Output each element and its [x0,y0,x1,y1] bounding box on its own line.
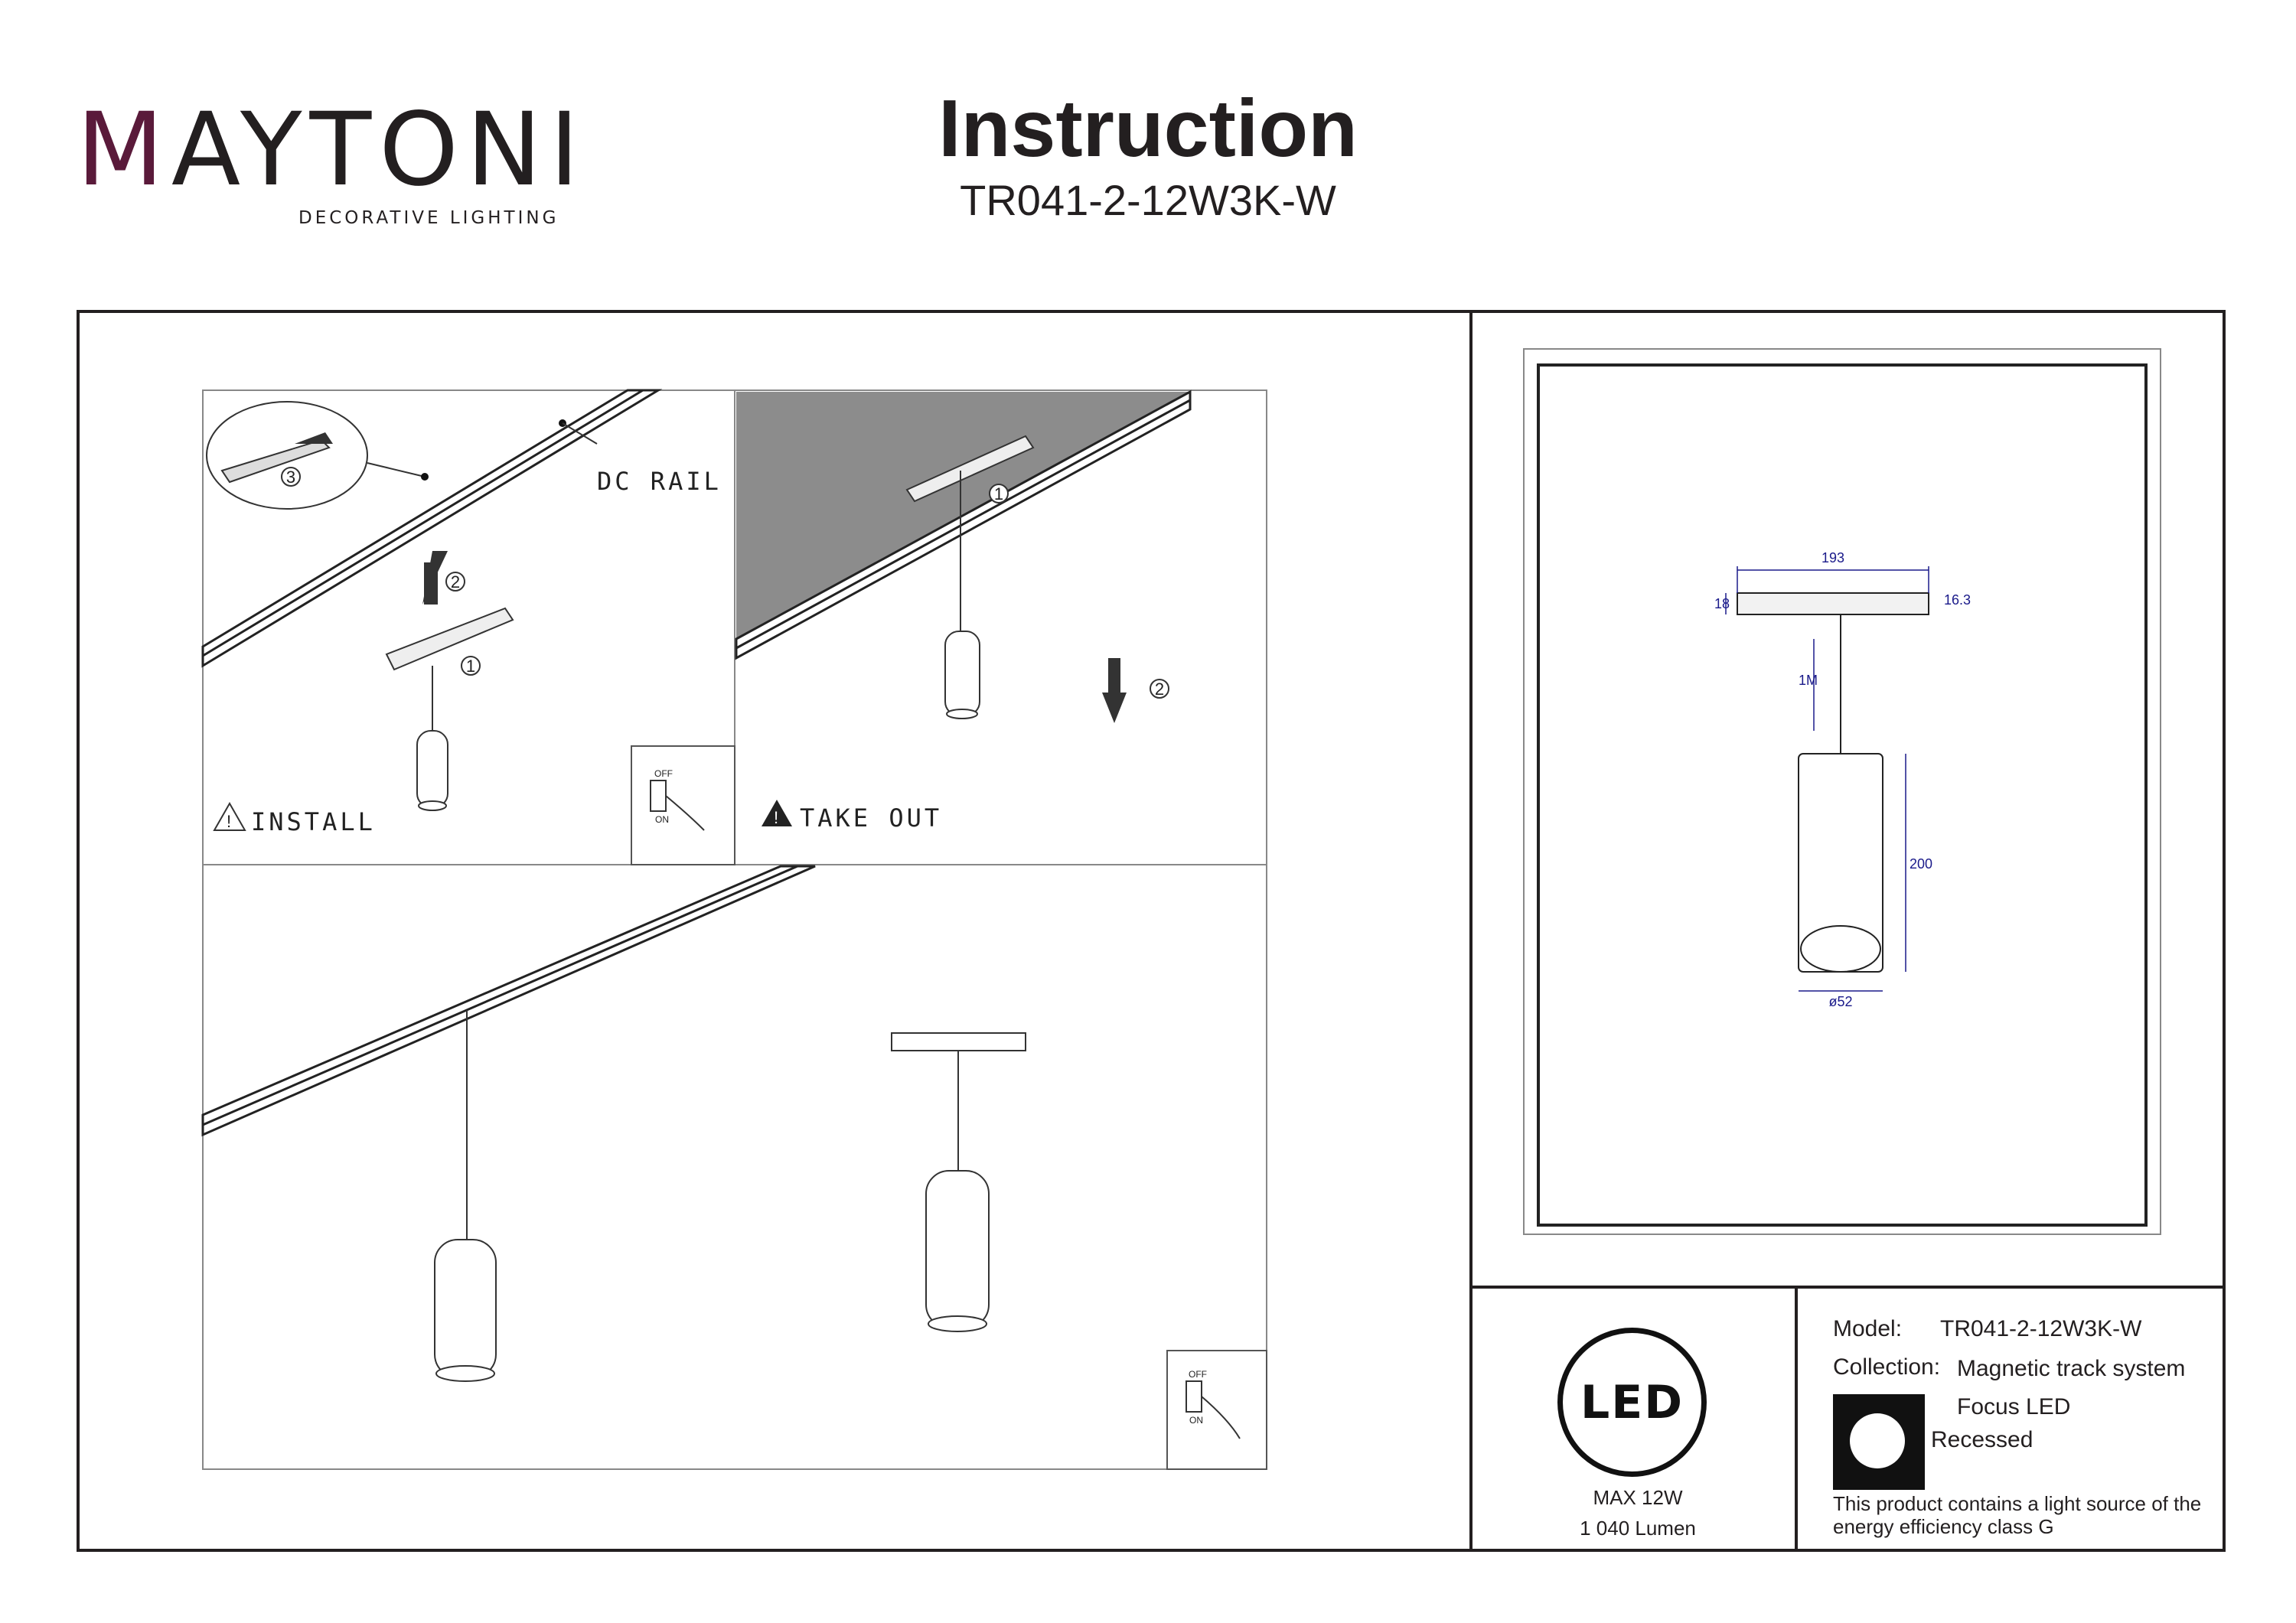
energy-note-line1: This product contains a light source of … [1833,1492,2202,1515]
led-badge: LED [1557,1328,1707,1477]
dimension-panel-frame [1523,348,2161,1235]
dim-height: 18 [1714,596,1730,611]
switch2-on-label: ON [1189,1415,1203,1426]
led-power: MAX 12W [1593,1486,1683,1509]
dimension-panel-inner [1537,363,2148,1227]
svg-text:!: ! [227,812,231,831]
takeout-step1-marker: 1 [994,484,1003,504]
step3-marker: 3 [286,468,295,487]
frame-divider-horizontal [1469,1286,2223,1289]
led-lumen: 1 040 Lumen [1580,1517,1696,1540]
takeout-step: 1 2 [905,435,1169,723]
switch-on-label: ON [655,814,669,825]
dc-rail-install [201,389,663,668]
power-switch-on: OFF ON [1166,1350,1267,1470]
warning-icon [213,801,246,831]
lamp-aperture [1800,925,1881,973]
page-title: Instruction [938,83,1358,174]
brand-logo: MAYTONI DECORATIVE LIGHTING [77,99,587,228]
dim-length: 193 [1821,550,1844,565]
power-switch-off: OFF ON [631,745,735,865]
warning-filled-icon [762,800,792,826]
led-badge-text: LED [1580,1375,1684,1429]
content-frame [77,310,2226,1552]
dimension-drawing: 193 18 16.3 1M 200 ø52 [1714,550,1971,1006]
dc-rail-takeout [735,389,1192,660]
dim-width: 16.3 [1944,592,1971,608]
dim-cable: 1M [1799,673,1818,688]
track-adapter [1737,592,1929,615]
recessed-icon [1833,1394,1925,1490]
collection-label: Collection: [1833,1354,1941,1380]
switch2-off-label: OFF [1189,1369,1207,1380]
brand-tagline: DECORATIVE LIGHTING [298,208,559,228]
installed-lamp [434,1010,497,1382]
dim-diameter: ø52 [1828,994,1852,1006]
adapter-detail-callout: 3 [206,401,429,510]
lamp-with-adapter [891,1032,1026,1332]
mount-value: Recessed [1931,1427,2033,1452]
dc-rail-label: DC RAIL [597,467,722,496]
spec-divider [1795,1286,1798,1549]
page-header: Instruction TR041-2-12W3K-W [842,84,1454,225]
brand-name: MAYTONI [77,91,587,209]
model-code: TR041-2-12W3K-W [960,175,1336,224]
energy-note-line2: energy efficiency class G [1833,1515,2054,1538]
install-step2-marker: 2 [451,572,460,592]
collection-value: Magnetic track system [1957,1356,2186,1381]
frame-divider-vertical [1469,310,1473,1549]
model-value: TR041-2-12W3K-W [1940,1316,2142,1341]
dim-body-height: 200 [1910,856,1932,872]
takeout-label: TAKE OUT [800,803,942,833]
switch-off-label: OFF [654,768,673,779]
install-step1-marker: 1 [466,657,475,676]
svg-text:!: ! [774,808,778,827]
install-label: INSTALL [251,807,376,836]
install-step: 2 1 [385,551,514,811]
takeout-step2-marker: 2 [1155,680,1164,699]
brand-text: AYTONI [171,91,587,209]
dc-rail-installed [201,865,816,1137]
installation-illustration: 3 DC RAIL 2 1 ! INSTALL OFF ON 1 [201,389,1267,1470]
model-label: Model: [1833,1316,1903,1341]
family-value: Focus LED [1957,1394,2071,1419]
